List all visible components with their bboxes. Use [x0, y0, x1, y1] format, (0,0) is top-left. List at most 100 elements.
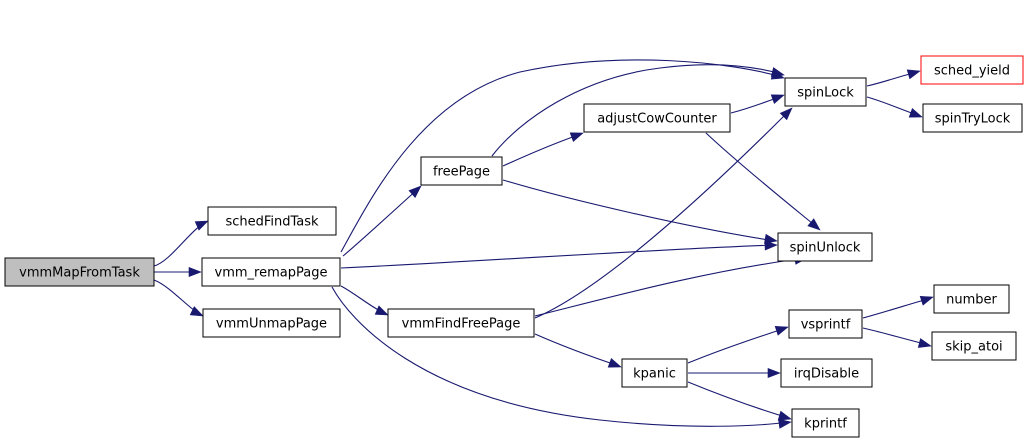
node-schedFindTask[interactable]: schedFindTask	[207, 206, 337, 236]
node-box[interactable]	[207, 206, 337, 236]
node-box[interactable]	[621, 358, 688, 388]
edge-line	[862, 327, 930, 346]
node-label: spinLock	[797, 86, 854, 101]
edge-vmmMapFromTask-to-vmmUnmapPage	[153, 279, 204, 317]
edge-line	[534, 109, 791, 319]
node-spinUnlock[interactable]: spinUnlock	[777, 232, 873, 262]
edge-line	[502, 179, 776, 242]
arrow-head-icon	[908, 108, 923, 118]
node-irqDisable[interactable]: irqDisable	[780, 358, 873, 388]
node-skip_atoi[interactable]: skip_atoi	[931, 331, 1017, 361]
node-box[interactable]	[387, 308, 535, 338]
node-label: irqDisable	[794, 367, 859, 382]
node-vsprintf[interactable]: vsprintf	[788, 309, 863, 339]
arrow-head-icon	[779, 107, 793, 121]
node-box[interactable]	[788, 309, 863, 339]
node-box[interactable]	[931, 331, 1017, 361]
node-vmmUnmapPage[interactable]: vmmUnmapPage	[202, 308, 341, 338]
edge-line	[502, 133, 582, 167]
node-label: vmm_remapPage	[215, 266, 328, 281]
node-kprintf[interactable]: kprintf	[791, 408, 860, 438]
node-box[interactable]	[780, 358, 873, 388]
edge-adjustCowCounter-to-spinUnlock	[705, 132, 821, 231]
edge-vmm_remapPage-to-spinLock	[340, 59, 785, 253]
edges-layer	[153, 59, 934, 429]
node-label: vmmMapFromTask	[19, 266, 140, 281]
arrow-head-icon	[767, 367, 781, 379]
node-sched_yield[interactable]: sched_yield	[920, 55, 1024, 85]
arrow-head-icon	[189, 306, 204, 317]
arrow-head-icon	[764, 240, 778, 251]
edge-vmm_remapPage-to-kprintf	[331, 286, 792, 429]
edge-vsprintf-to-skip_atoi	[862, 327, 932, 348]
edge-line	[491, 64, 783, 157]
node-label: vmmFindFreePage	[402, 317, 521, 332]
arrow-head-icon	[807, 218, 821, 231]
node-number[interactable]: number	[933, 284, 1010, 314]
arrow-head-icon	[607, 358, 622, 368]
edge-line	[534, 333, 620, 367]
node-vmmFindFreePage[interactable]: vmmFindFreePage	[387, 308, 535, 338]
arrow-head-icon	[194, 220, 209, 231]
node-adjustCowCounter[interactable]: adjustCowCounter	[583, 103, 731, 133]
node-box[interactable]	[784, 77, 867, 107]
node-box[interactable]	[420, 156, 503, 186]
node-freePage[interactable]: freePage	[420, 156, 503, 186]
arrow-head-icon	[374, 305, 389, 316]
arrow-head-icon	[770, 67, 785, 77]
node-label: sched_yield	[934, 64, 1010, 79]
edge-line	[331, 286, 790, 427]
edge-line	[687, 381, 790, 419]
edge-spinLock-to-sched_yield	[866, 69, 921, 87]
edge-spinLock-to-spinTryLock	[866, 96, 923, 118]
edge-line	[340, 244, 776, 269]
edge-kpanic-to-kprintf	[687, 381, 792, 421]
node-box[interactable]	[583, 103, 731, 133]
nodes-layer: vmmMapFromTask schedFindTask vmm_remapPage…	[4, 55, 1024, 438]
node-spinTryLock[interactable]: spinTryLock	[922, 103, 1023, 133]
node-label: spinUnlock	[790, 241, 861, 256]
node-label: freePage	[433, 165, 490, 180]
edge-vmmMapFromTask-to-vmm_remapPage	[154, 266, 202, 278]
node-vmmMapFromTask[interactable]: vmmMapFromTask	[4, 257, 155, 287]
node-box[interactable]	[922, 103, 1023, 133]
arrow-head-icon	[770, 94, 785, 104]
arrow-head-icon	[764, 233, 778, 244]
arrow-head-icon	[917, 338, 932, 348]
node-label: skip_atoi	[945, 340, 1002, 355]
arrow-head-icon	[569, 132, 584, 142]
arrow-head-icon	[774, 326, 789, 336]
arrow-head-icon	[408, 185, 422, 198]
node-label: schedFindTask	[225, 215, 319, 230]
edge-line	[687, 327, 787, 364]
node-label: kprintf	[804, 417, 847, 432]
edge-vmm_remapPage-to-spinUnlock	[340, 240, 778, 269]
edge-vmmFindFreePage-to-spinUnlock	[534, 254, 808, 317]
node-box[interactable]	[4, 257, 155, 287]
edge-vmmMapFromTask-to-schedFindTask	[153, 220, 209, 267]
node-kpanic[interactable]: kpanic	[621, 358, 688, 388]
edge-line	[342, 187, 420, 257]
edge-vmmFindFreePage-to-kpanic	[534, 333, 622, 368]
node-box[interactable]	[920, 55, 1024, 85]
node-spinLock[interactable]: spinLock	[784, 77, 867, 107]
node-box[interactable]	[777, 232, 873, 262]
arrow-head-icon	[906, 69, 921, 80]
edge-line	[534, 257, 806, 317]
node-label: adjustCowCounter	[597, 112, 717, 127]
edge-vmm_remapPage-to-vmmFindFreePage	[340, 285, 389, 316]
node-vmm_remapPage[interactable]: vmm_remapPage	[201, 257, 341, 287]
arrow-head-icon	[777, 410, 792, 421]
node-box[interactable]	[201, 257, 341, 287]
node-box[interactable]	[933, 284, 1010, 314]
node-box[interactable]	[791, 408, 860, 438]
arrow-head-icon	[188, 266, 202, 278]
node-box[interactable]	[202, 308, 341, 338]
edge-freePage-to-spinUnlock	[502, 179, 778, 244]
node-label: kpanic	[633, 367, 676, 382]
edge-freePage-to-adjustCowCounter	[502, 132, 584, 167]
node-label: vmmUnmapPage	[216, 317, 327, 332]
edge-adjustCowCounter-to-spinLock	[730, 94, 785, 114]
